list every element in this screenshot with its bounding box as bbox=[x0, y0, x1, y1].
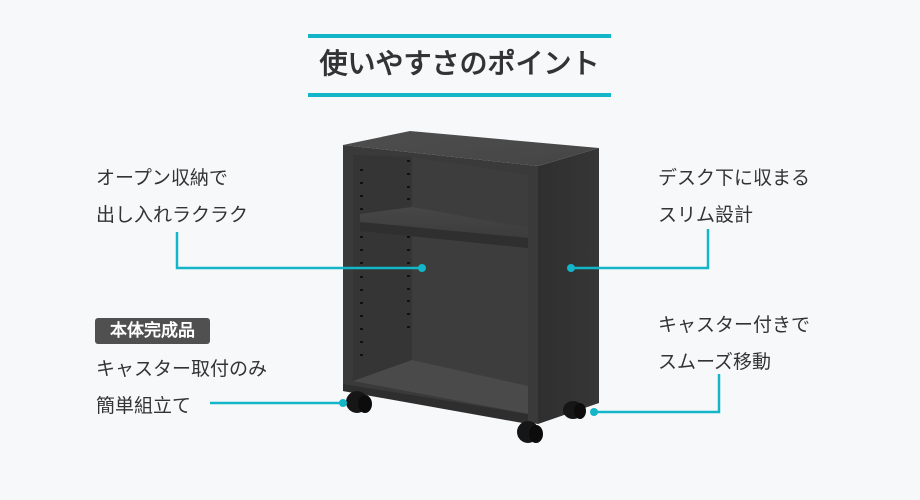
callout-line: オープン収納で bbox=[96, 167, 228, 189]
cabinet bbox=[343, 131, 599, 443]
callout-line: 簡単組立て bbox=[96, 395, 192, 417]
connector-lines bbox=[175, 229, 721, 414]
connector-dots bbox=[339, 264, 598, 416]
connector-open-storage bbox=[175, 232, 422, 270]
callout-line: キャスター付きで bbox=[658, 314, 811, 336]
callout-line: スムーズ移動 bbox=[658, 351, 772, 373]
fully-assembled-badge: 本体完成品 bbox=[95, 318, 210, 344]
heading-bottom-rule bbox=[308, 93, 611, 97]
callout-open-storage: オープン収納で 出し入れラクラク bbox=[96, 160, 248, 234]
callout-line: デスク下に収まる bbox=[658, 167, 811, 189]
heading-top-rule bbox=[308, 34, 611, 38]
callout-casters: キャスター付きで スムーズ移動 bbox=[658, 307, 810, 381]
section-heading: 使いやすさのポイント bbox=[308, 34, 611, 97]
callout-line: キャスター取付のみ bbox=[96, 358, 268, 380]
caster-wheels bbox=[346, 391, 586, 443]
connector-slim-design bbox=[571, 229, 710, 270]
page-title: 使いやすさのポイント bbox=[319, 47, 600, 80]
callout-slim-design: デスク下に収まる スリム設計 bbox=[658, 160, 810, 234]
callout-easy-assembly: キャスター取付のみ 簡単組立て bbox=[96, 351, 267, 425]
callout-line: スリム設計 bbox=[658, 204, 754, 226]
callout-line: 出し入れラクラク bbox=[96, 204, 249, 226]
connector-casters bbox=[594, 374, 721, 414]
shelf-pin-holes bbox=[360, 160, 410, 356]
